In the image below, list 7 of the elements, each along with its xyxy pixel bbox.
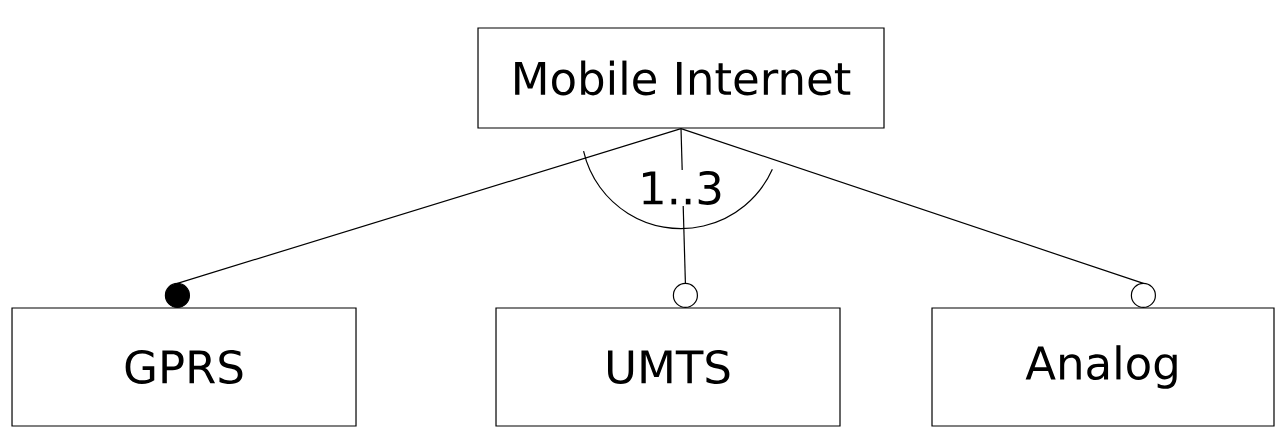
feature-box: GPRS xyxy=(11,307,357,427)
connector xyxy=(680,128,1156,308)
feature-box: Mobile Internet xyxy=(477,27,885,129)
connector xyxy=(164,128,682,308)
feature-box: UMTS xyxy=(495,307,841,427)
feature-box: Analog xyxy=(931,307,1275,427)
cardinality-label: 1..3 xyxy=(637,169,725,206)
